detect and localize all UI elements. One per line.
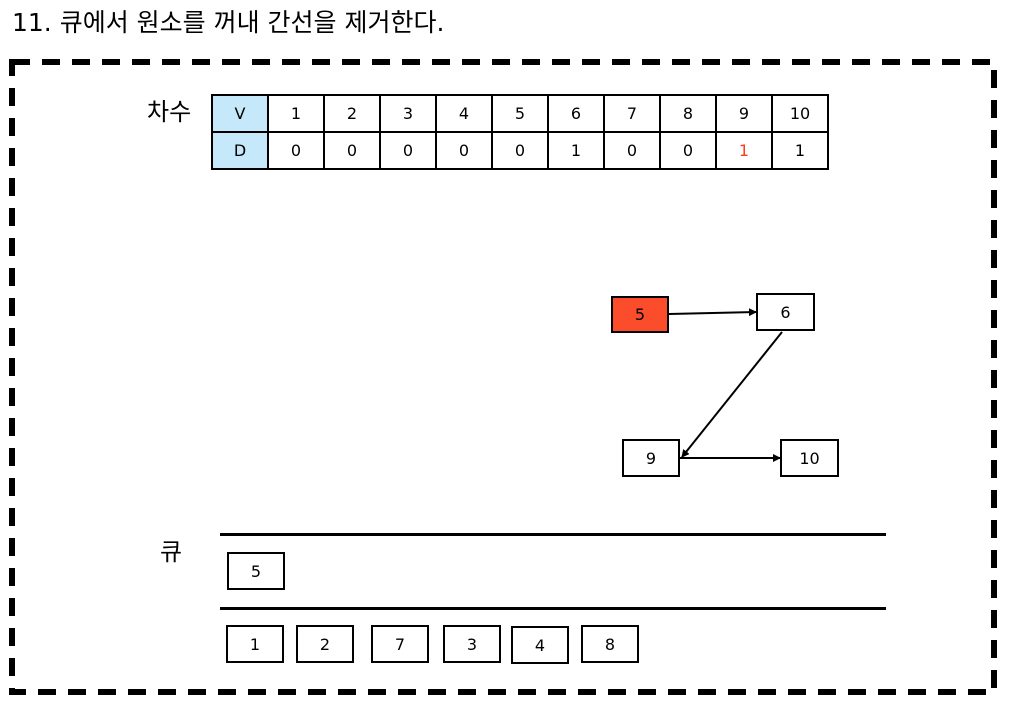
vertex-cell: 3: [379, 94, 437, 133]
output-item: 3: [443, 625, 501, 663]
degree-header-cell: D: [211, 131, 269, 170]
output-item: 7: [371, 625, 429, 663]
degree-label: 차수: [147, 98, 192, 126]
degree-table: V 1 2 3 4 5 6 7 8 9 10 D 0 0 0 0 0 1 0 0…: [211, 94, 829, 170]
content-frame: [8, 58, 998, 696]
degree-cell: 1: [771, 131, 829, 170]
degree-cell: 1: [547, 131, 605, 170]
vertex-cell: 10: [771, 94, 829, 133]
edge-5-6: [668, 308, 757, 317]
page-title: 11. 큐에서 원소를 꺼내 간선을 제거한다.: [12, 8, 445, 37]
queue-label: 큐: [160, 538, 183, 566]
degree-cell: 0: [323, 131, 381, 170]
vertex-cell: 5: [491, 94, 549, 133]
output-item: 8: [581, 625, 639, 663]
degree-cell: 0: [603, 131, 661, 170]
graph-node-5: 5: [611, 296, 669, 333]
degree-cell: 0: [435, 131, 493, 170]
vertex-row: V 1 2 3 4 5 6 7 8 9 10: [211, 94, 829, 133]
graph-node-9: 9: [622, 439, 680, 477]
queue-item: 5: [227, 552, 285, 590]
degree-row: D 0 0 0 0 0 1 0 0 1 1: [211, 131, 829, 170]
vertex-cell: 4: [435, 94, 493, 133]
vertex-cell: 1: [267, 94, 325, 133]
queue-bottom-line: [220, 607, 886, 610]
edge-6-9: [681, 331, 783, 458]
vertex-header-cell: V: [211, 94, 269, 133]
graph-node-10: 10: [780, 439, 839, 477]
degree-cell: 0: [659, 131, 717, 170]
degree-cell-highlighted: 1: [715, 131, 773, 170]
output-item: 2: [296, 625, 354, 663]
vertex-cell: 7: [603, 94, 661, 133]
queue-top-line: [220, 533, 886, 536]
vertex-cell: 2: [323, 94, 381, 133]
vertex-cell: 8: [659, 94, 717, 133]
degree-cell: 0: [491, 131, 549, 170]
output-item: 4: [511, 626, 569, 664]
graph-node-6: 6: [756, 293, 815, 331]
output-item: 1: [226, 625, 284, 663]
dashed-border: [9, 59, 997, 695]
vertex-cell: 9: [715, 94, 773, 133]
degree-cell: 0: [379, 131, 437, 170]
degree-cell: 0: [267, 131, 325, 170]
vertex-cell: 6: [547, 94, 605, 133]
